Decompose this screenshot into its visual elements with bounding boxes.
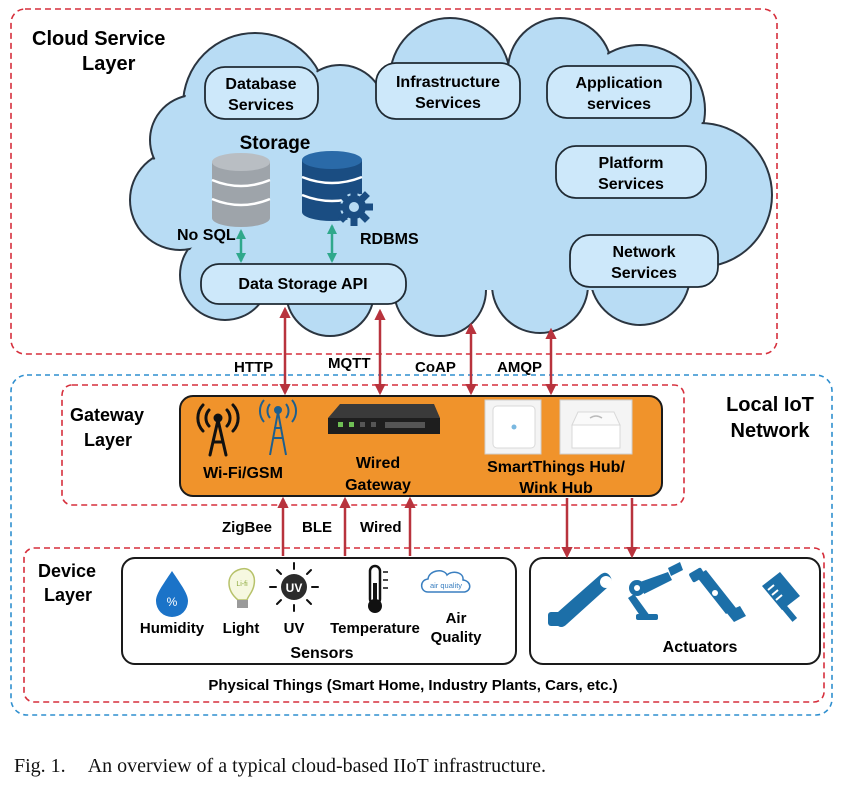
- wifi-antenna-icon: [196, 403, 240, 457]
- light-bulb-icon: Li-fi: [228, 568, 256, 608]
- svg-text:Database: Database: [225, 76, 296, 93]
- cloud-layer-title-2: Layer: [82, 53, 136, 75]
- cloud-layer-title: Cloud Service: [32, 28, 165, 50]
- air-quality-label-2: Quality: [431, 629, 483, 646]
- network-services-box: Network Services: [569, 234, 719, 288]
- nosql-label: No SQL: [177, 227, 236, 244]
- svg-text:air quality: air quality: [430, 581, 462, 590]
- rdbms-database-icon: [301, 151, 363, 221]
- platform-services-box: Platform Services: [555, 145, 707, 199]
- wired-link-label: Wired: [360, 519, 402, 536]
- wink-hub-icon: [559, 399, 633, 455]
- figure-caption-text: An overview of a typical cloud-based IIo…: [87, 755, 547, 777]
- application-services-box: Application services: [546, 65, 692, 119]
- hub-label-2: Wink Hub: [519, 480, 593, 497]
- svg-text:Services: Services: [415, 95, 481, 112]
- humidity-label: Humidity: [140, 620, 205, 637]
- piston-actuator-icon: [762, 572, 800, 622]
- nosql-database-icon: [211, 153, 271, 227]
- svg-text:Network: Network: [612, 244, 675, 261]
- svg-text:services: services: [587, 96, 651, 113]
- temperature-label: Temperature: [330, 620, 420, 637]
- svg-text:Li-fi: Li-fi: [236, 581, 248, 588]
- ble-label: BLE: [302, 519, 332, 536]
- coap-label: CoAP: [415, 359, 456, 376]
- svg-text:Application: Application: [575, 75, 662, 92]
- data-storage-api-box: Data Storage API: [200, 263, 407, 305]
- figure-caption: Fig. 1. An overview of a typical cloud-ba…: [14, 755, 568, 778]
- device-layer-title: Device: [38, 561, 96, 581]
- svg-text:Services: Services: [228, 97, 294, 114]
- thermometer-icon: [368, 564, 388, 613]
- infrastructure-services-box: Infrastructure Services: [375, 62, 521, 120]
- wired-gateway-device-icon: [328, 404, 440, 434]
- gsm-tower-icon: [259, 399, 297, 456]
- actuators-title: Actuators: [663, 639, 738, 656]
- svg-text:Services: Services: [598, 176, 664, 193]
- air-quality-label: Air: [446, 610, 467, 627]
- local-iot-network-boundary: [10, 374, 833, 716]
- svg-text:Platform: Platform: [599, 155, 664, 172]
- smartthings-hub-icon: [484, 399, 542, 455]
- svg-text:Services: Services: [611, 265, 677, 282]
- gateway-layer-title: Gateway: [70, 405, 144, 425]
- device-layer-title-2: Layer: [44, 585, 92, 605]
- mqtt-label: MQTT: [328, 355, 371, 372]
- physical-things-label: Physical Things (Smart Home, Industry Pl…: [208, 677, 617, 694]
- gateway-layer-boundary: [61, 384, 685, 506]
- chainsaw-icon: [548, 572, 612, 627]
- http-label: HTTP: [234, 359, 273, 376]
- storage-title: Storage: [240, 133, 311, 154]
- local-iot-title: Local IoT: [726, 394, 814, 416]
- amqp-label: AMQP: [497, 359, 542, 376]
- sensors-box: [121, 557, 517, 665]
- gateway-layer-title-2: Layer: [84, 430, 132, 450]
- gear-icon: [335, 188, 373, 226]
- uv-label: UV: [284, 620, 305, 637]
- sensors-title: Sensors: [290, 645, 353, 662]
- humidity-icon: %: [156, 571, 188, 617]
- wired-gateway-label: Wired: [356, 455, 400, 472]
- svg-text:UV: UV: [286, 581, 303, 595]
- figure-number: Fig. 1.: [14, 755, 66, 777]
- uv-sun-icon: UV: [269, 562, 319, 612]
- database-services-box: Database Services: [204, 66, 319, 120]
- svg-text:%: %: [167, 595, 178, 609]
- wifi-gsm-label: Wi-Fi/GSM: [203, 465, 283, 482]
- device-layer-boundary: [23, 547, 825, 703]
- zigbee-label: ZigBee: [222, 519, 272, 536]
- air-quality-icon: air quality: [420, 570, 471, 593]
- hub-label: SmartThings Hub/: [487, 459, 625, 476]
- local-iot-title-2: Network: [731, 420, 811, 442]
- svg-text:Data Storage API: Data Storage API: [238, 276, 367, 293]
- svg-text:Infrastructure: Infrastructure: [396, 74, 500, 91]
- iiot-architecture-diagram: Cloud Service Layer Database Services In…: [10, 8, 833, 716]
- light-label: Light: [223, 620, 260, 637]
- rdbms-label: RDBMS: [360, 231, 419, 248]
- wired-gateway-label-2: Gateway: [345, 477, 411, 494]
- valve-actuator-icon: [689, 567, 746, 622]
- robotic-arm-icon: [628, 562, 683, 620]
